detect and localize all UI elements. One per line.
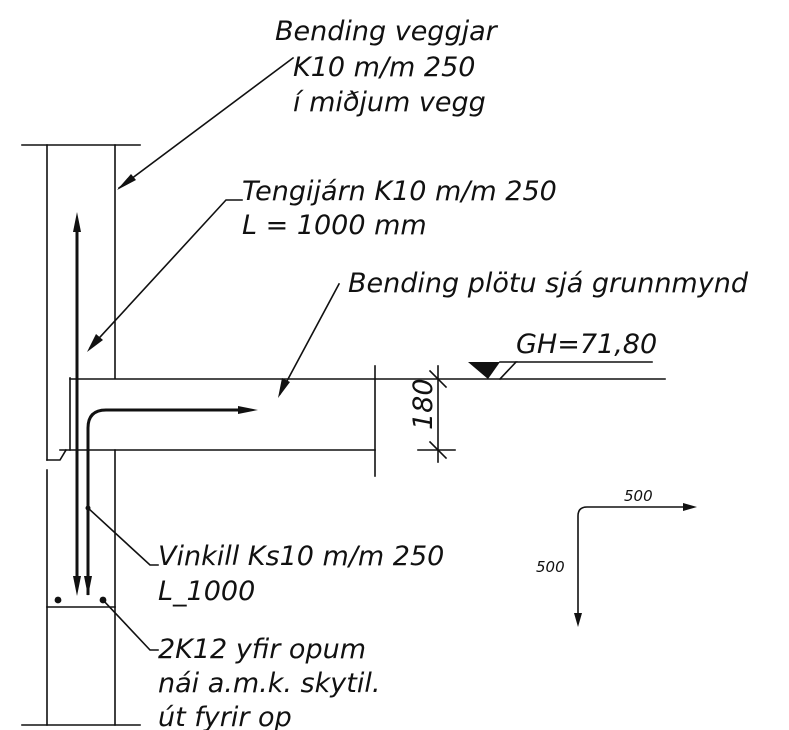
wall-reinforcement-leader	[117, 56, 295, 190]
wall-reinforcement-label: Bending veggjar K10 m/m 250 í miðjum veg…	[275, 16, 499, 118]
slab-thickness-dimension: 180	[408, 365, 456, 463]
slab-reinforcement-label: Bending plötu sjá grunnmynd	[348, 268, 749, 299]
bend-detail-arrowhead-down	[574, 613, 582, 627]
tie-bars-arrowhead	[87, 334, 103, 352]
slab-thickness-text: 180	[408, 378, 439, 430]
bend-detail-arrowhead-right	[683, 503, 697, 511]
floor-level-marker: GH=71,80	[468, 329, 657, 381]
tie-bars-line-1: Tengijárn K10 m/m 250	[242, 176, 557, 207]
wall-reinforcement-line-1: Bending veggjar	[275, 16, 499, 47]
wall-reinforcement-arrowhead	[117, 174, 136, 190]
reinforcement-bars	[54, 212, 258, 604]
angle-bar	[86, 408, 250, 595]
opening-bar-dot-left	[54, 596, 62, 604]
level-triangle-icon	[468, 362, 500, 379]
angle-bar-arrowhead-down	[84, 576, 92, 596]
tie-bars-label: Tengijárn K10 m/m 250 L = 1000 mm	[242, 176, 557, 241]
angle-bar-label: Vinkill Ks10 m/m 250 L_1000	[158, 541, 444, 607]
angle-bar-arrowhead-right	[238, 406, 258, 414]
wall-bar-arrowhead-up	[73, 212, 81, 232]
slab-reinforcement-leader	[278, 282, 341, 396]
angle-bar-line-2: L_1000	[158, 576, 255, 607]
bend-horizontal-length: 500	[624, 487, 653, 505]
opening-bars-label: 2K12 yfir opum nái a.m.k. skytil. út fyr…	[158, 634, 380, 730]
leader-lines	[85, 56, 341, 651]
angle-bar-line-1: Vinkill Ks10 m/m 250	[158, 541, 444, 572]
slab-outline	[59, 365, 666, 477]
wall-bar-arrowhead-down	[73, 576, 81, 596]
tie-bars-leader	[88, 199, 243, 350]
opening-bars-line-1: 2K12 yfir opum	[158, 634, 366, 665]
wall-reinforcement-line-3: í miðjum vegg	[293, 87, 486, 118]
opening-bars-line-3: út fyrir op	[158, 702, 292, 730]
wall-reinforcement-line-2: K10 m/m 250	[293, 52, 475, 83]
bend-vertical-length: 500	[536, 558, 565, 576]
angle-bar-leader	[86, 506, 159, 566]
slab-reinforcement-arrowhead	[278, 378, 290, 398]
opening-bars-leader	[101, 598, 159, 651]
floor-level-text: GH=71,80	[516, 329, 657, 360]
opening-bars-line-2: nái a.m.k. skytil.	[158, 668, 380, 699]
bend-detail: 500 500	[536, 487, 697, 627]
wall-outline	[21, 144, 141, 726]
tie-bars-line-2: L = 1000 mm	[242, 210, 427, 241]
bend-detail-bar	[577, 506, 691, 621]
angle-bar-leader-dot	[85, 505, 91, 511]
